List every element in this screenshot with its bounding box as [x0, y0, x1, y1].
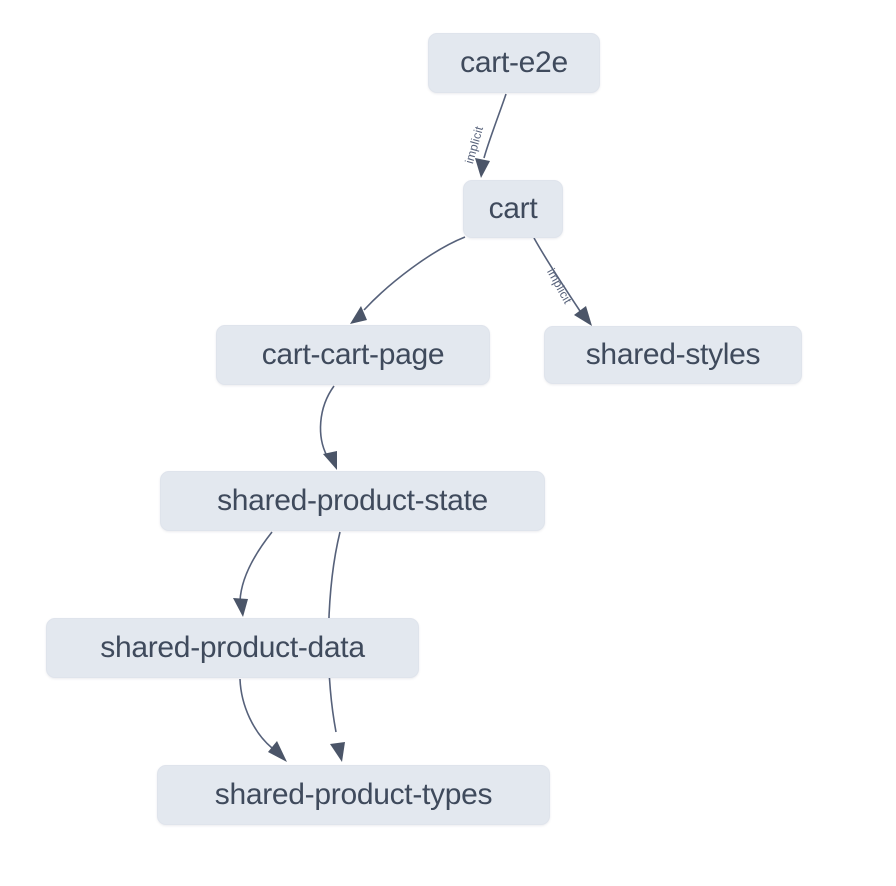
graph-node-cart[interactable]: cart: [463, 180, 563, 238]
graph-node-shared-product-state[interactable]: shared-product-state: [160, 471, 545, 531]
graph-node-cart-e2e[interactable]: cart-e2e: [428, 33, 600, 93]
edge-path: [363, 236, 466, 311]
edge-path: [533, 237, 581, 312]
edge-arrowhead: [268, 741, 287, 762]
edge-cart-e2e-to-cart[interactable]: implicit: [462, 93, 507, 178]
edge-arrowhead: [323, 451, 337, 470]
edge-label-implicit-1: implicit: [462, 124, 486, 165]
node-label: shared-styles: [585, 338, 761, 371]
edge-arrowhead: [350, 306, 367, 324]
edge-path: [483, 93, 507, 159]
edge-path: [239, 678, 273, 749]
node-label: shared-product-state: [217, 484, 488, 517]
edge-cart-cart-page-to-shared-product-state[interactable]: [319, 385, 337, 470]
graph-node-shared-product-types[interactable]: shared-product-types: [157, 765, 550, 825]
edge-arrowhead: [330, 742, 345, 762]
graph-node-cart-cart-page[interactable]: cart-cart-page: [216, 325, 490, 385]
edge-arrowhead: [475, 158, 490, 178]
graph-node-shared-product-data[interactable]: shared-product-data: [46, 618, 419, 678]
edge-path: [239, 531, 273, 602]
edge-path: [319, 385, 335, 457]
node-label: cart-e2e: [460, 46, 568, 79]
edge-arrowhead: [574, 306, 592, 326]
edge-arrowhead: [233, 598, 248, 617]
node-label: shared-product-types: [214, 778, 493, 811]
graph-node-shared-styles[interactable]: shared-styles: [544, 326, 802, 384]
edge-label-implicit-2: implicit: [544, 266, 575, 307]
node-label: shared-product-data: [100, 631, 365, 664]
edge-shared-product-data-to-shared-product-types[interactable]: [239, 678, 287, 762]
edge-cart-to-shared-styles[interactable]: implicit: [533, 237, 592, 326]
edge-cart-to-cart-cart-page[interactable]: [350, 236, 466, 324]
edge-shared-product-state-to-shared-product-data[interactable]: [233, 531, 273, 617]
node-label: cart: [488, 192, 538, 225]
node-label: cart-cart-page: [261, 338, 445, 371]
